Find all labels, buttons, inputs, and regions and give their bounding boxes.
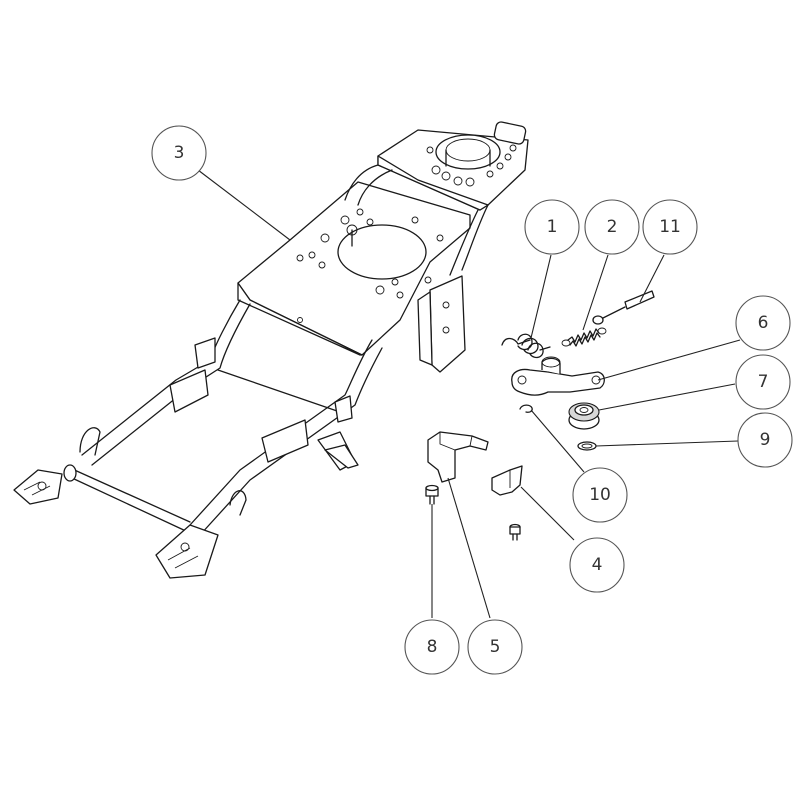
- leader-10: [530, 409, 585, 473]
- callout-7: 7: [735, 354, 791, 410]
- callout-8-label: 8: [427, 637, 438, 657]
- callout-4-label: 4: [592, 555, 603, 575]
- washer-part: [577, 441, 597, 451]
- leader-1: [530, 254, 552, 339]
- leader-9: [595, 440, 739, 447]
- bolt-part: [425, 484, 439, 505]
- callout-5: 5: [467, 619, 523, 675]
- callout-3-label: 3: [174, 143, 185, 163]
- callout-10: 10: [572, 467, 628, 523]
- retaining-clip-part: [519, 404, 533, 413]
- callout-6: 6: [735, 295, 791, 351]
- callout-11: 11: [642, 199, 698, 255]
- leader-4: [520, 486, 575, 541]
- callout-2: 2: [584, 199, 640, 255]
- leader-7: [598, 383, 736, 411]
- leader-lines: [197, 169, 741, 619]
- callout-9: 9: [737, 412, 793, 468]
- callout-11-label: 11: [659, 217, 681, 237]
- extension-spring-part: [561, 327, 607, 347]
- callout-1: 1: [524, 199, 580, 255]
- callout-7-label: 7: [758, 372, 769, 392]
- leader-2: [582, 254, 609, 331]
- callout-9-label: 9: [760, 430, 771, 450]
- bracket-part: [427, 431, 489, 483]
- callout-5-label: 5: [490, 637, 501, 657]
- torsion-spring-part: [501, 333, 551, 359]
- callout-4: 4: [569, 537, 625, 593]
- leader-6: [597, 339, 741, 381]
- callout-8: 8: [404, 619, 460, 675]
- pulley-part: [568, 402, 600, 430]
- leader-11: [639, 254, 665, 303]
- callout-6-label: 6: [758, 313, 769, 333]
- leader-3: [197, 169, 291, 241]
- callout-3: 3: [151, 125, 207, 181]
- leader-5: [447, 477, 491, 619]
- cable-part: [592, 290, 655, 325]
- small-bolt-part: [509, 523, 521, 541]
- main-frame-part: [13, 121, 529, 579]
- callout-1-label: 1: [547, 217, 558, 237]
- callout-10-label: 10: [589, 485, 611, 505]
- callout-2-label: 2: [607, 217, 618, 237]
- idler-arm-part: [511, 356, 605, 396]
- small-bracket-part: [491, 465, 523, 496]
